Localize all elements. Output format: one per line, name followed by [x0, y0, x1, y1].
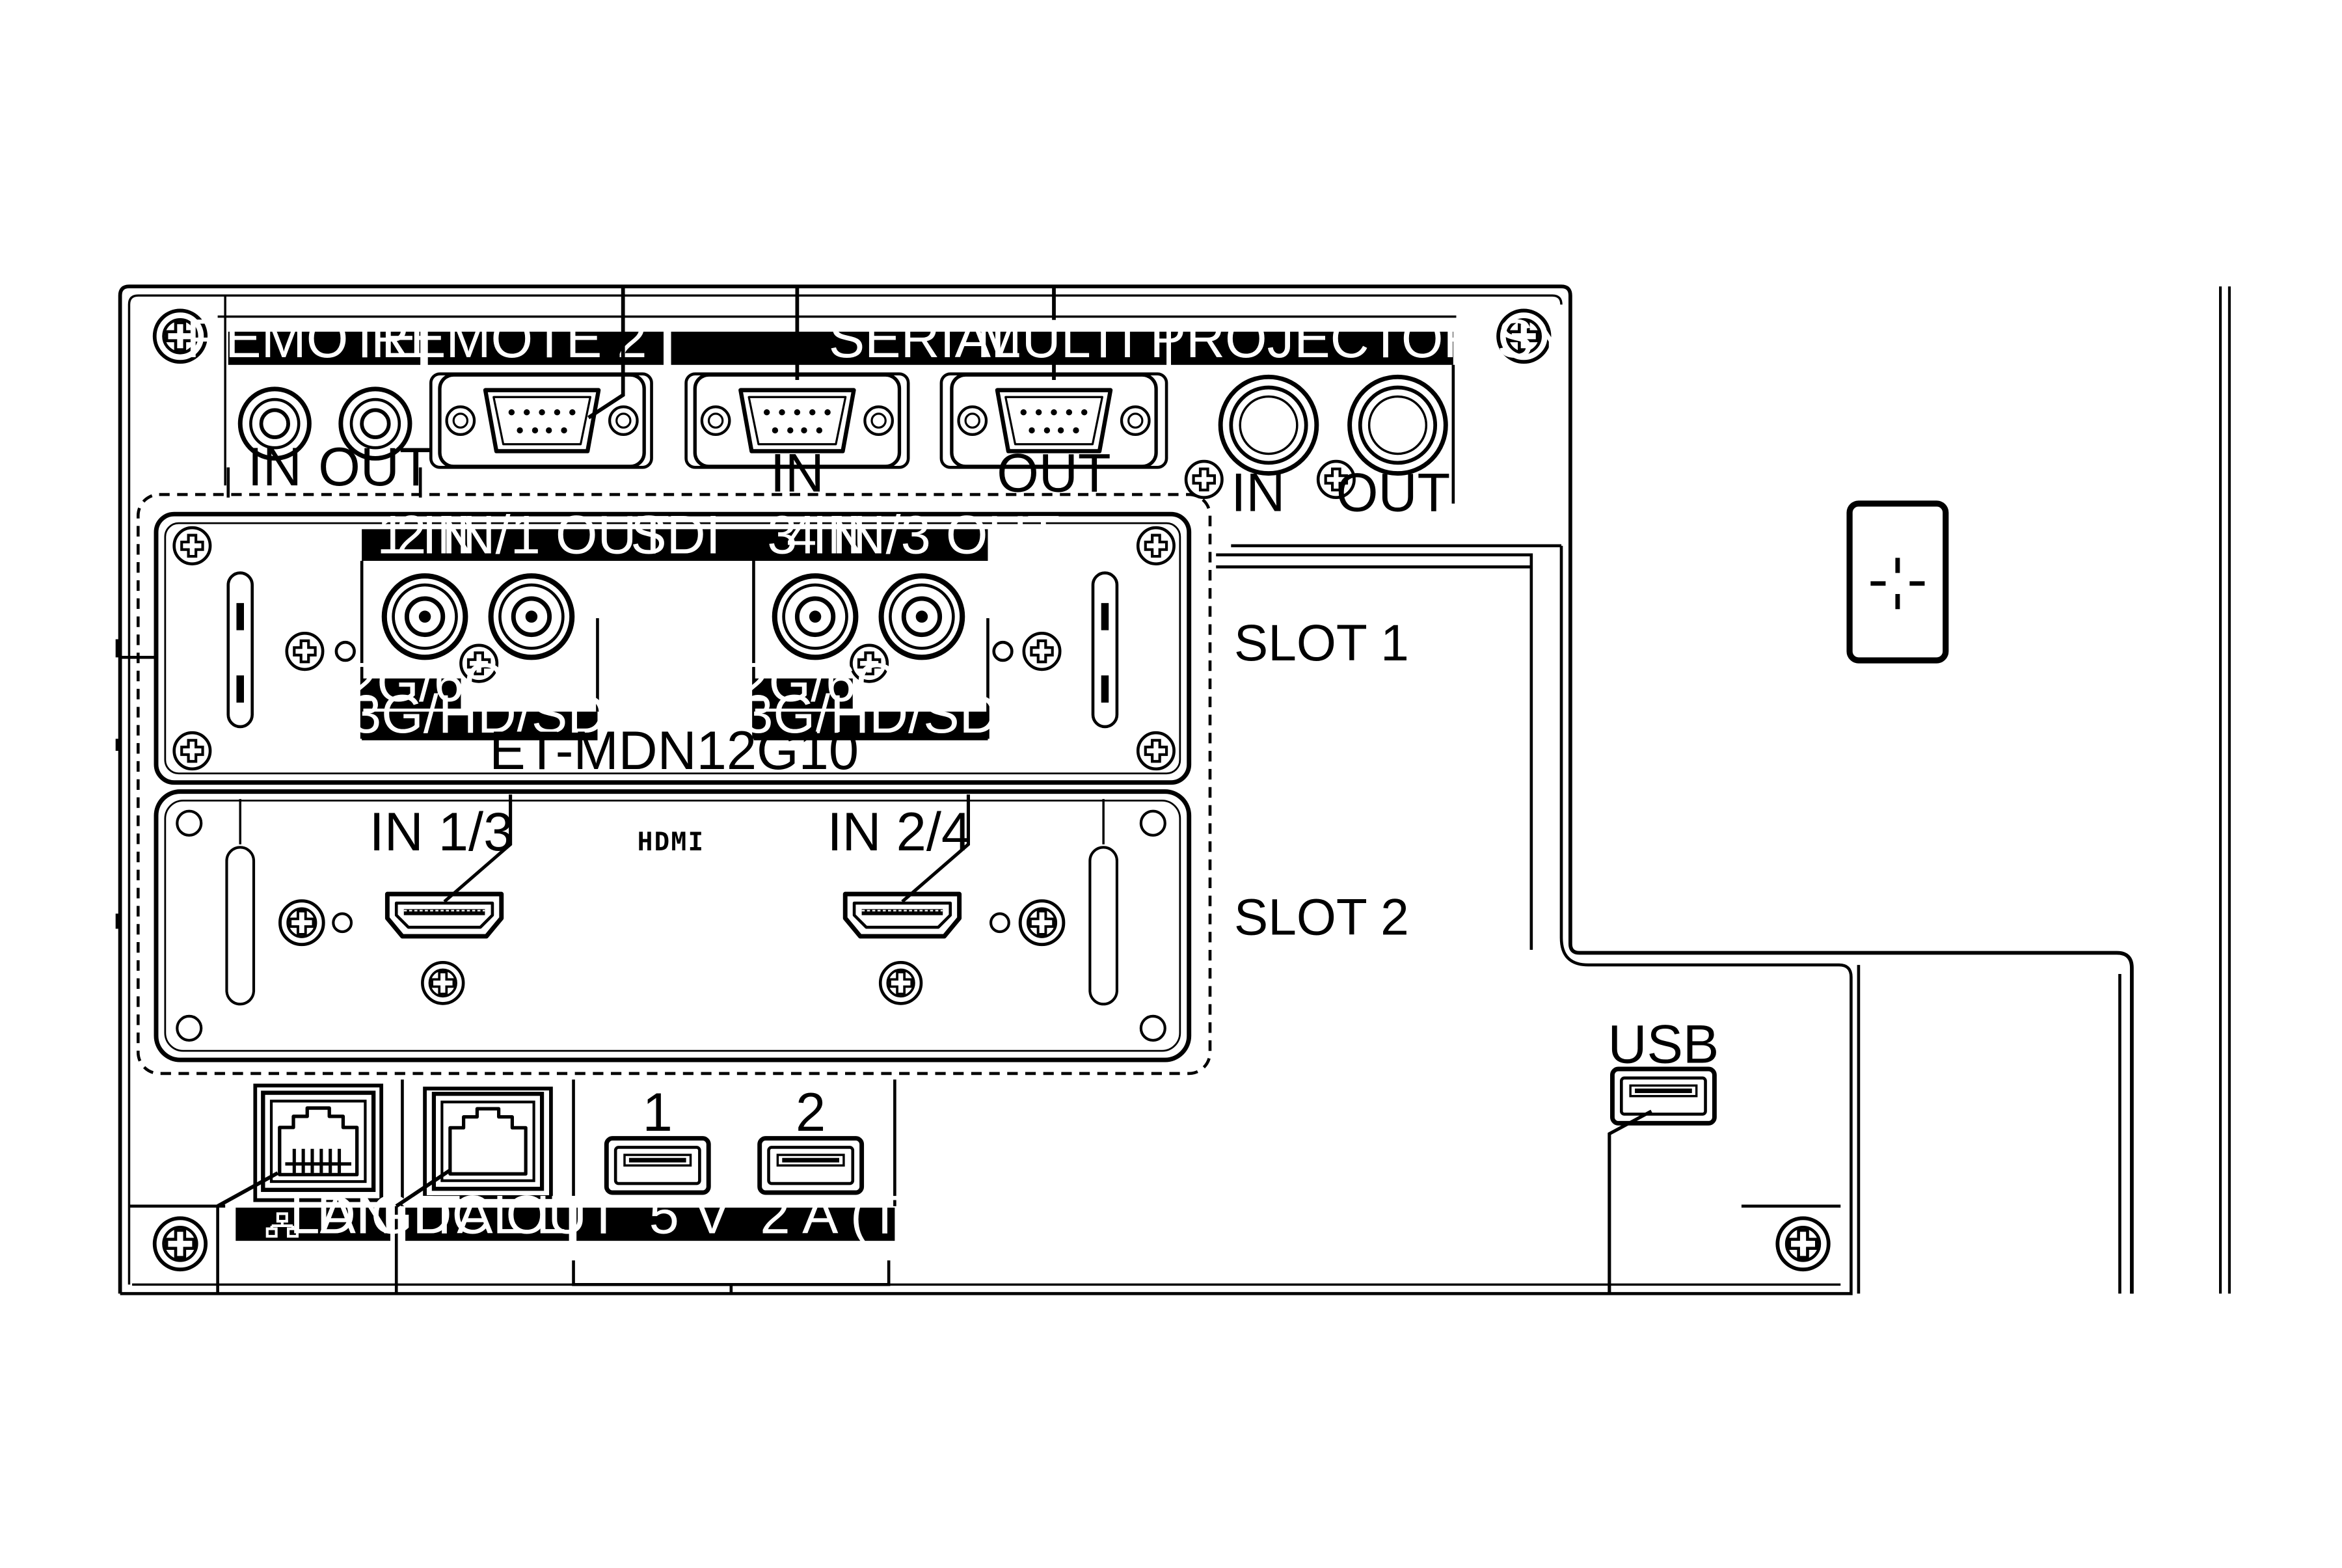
sdi-2-in-1-out-label: 2 IN/1 OUT — [396, 504, 669, 565]
usb-label: USB — [1608, 1014, 1719, 1075]
usb-service-port[interactable] — [1612, 1069, 1714, 1123]
screw-icon — [155, 1218, 206, 1269]
sdi-1-in-bnc[interactable] — [384, 576, 466, 657]
slot1-label: SLOT 1 — [1234, 614, 1409, 671]
sdi-3-in-label: 3 IN — [767, 504, 866, 565]
screw-icon — [1138, 528, 1174, 564]
sdi-1-in-label: 1 IN — [377, 504, 476, 565]
remote2-group: REMOTE 2 IN — [371, 286, 716, 469]
usb-2-label: 2 — [796, 1082, 826, 1142]
serial-group: SERIAL IN OUT — [671, 286, 1168, 503]
hdmi-in13-label: IN 1/3 — [370, 802, 514, 862]
slot1-model-label: ET-MDN12G10 — [489, 720, 859, 781]
panel-outline — [118, 284, 2231, 1295]
sdi-2-in-1-out-bnc[interactable] — [491, 576, 572, 657]
screw-icon — [174, 733, 210, 769]
multi-sync-group: MULTI PROJECTOR SYNC IN OUT — [976, 308, 1647, 523]
remote1-out-label: OUT — [318, 437, 432, 497]
usb-1-label: 1 — [643, 1082, 673, 1142]
lan-port[interactable] — [263, 1093, 373, 1190]
multi-sync-label: MULTI PROJECTOR SYNC — [976, 308, 1647, 369]
screw-icon — [1020, 901, 1064, 945]
sdi-3g-right-label: 3G/HD/SD — [743, 684, 998, 744]
multi-sync-out-label: OUT — [1336, 462, 1450, 522]
screw-icon — [422, 962, 463, 1003]
screw-icon — [1138, 733, 1174, 769]
remote2-dsub-port[interactable] — [440, 375, 644, 466]
digital-link-port[interactable] — [434, 1094, 542, 1189]
hdmi-logo: HDMI — [638, 828, 705, 857]
remote2-label: REMOTE 2 IN — [371, 308, 716, 369]
sdi-4-in-3-out-label: 4 IN/3 OUT — [787, 504, 1060, 565]
sdi-4-in-3-out-bnc[interactable] — [882, 576, 963, 657]
screw-icon — [1777, 1218, 1828, 1269]
serial-label: SERIAL — [829, 308, 1021, 369]
lan-group: LAN — [217, 1083, 395, 1245]
slot2-board — [154, 789, 1192, 1062]
multi-sync-in-label: IN — [1231, 462, 1285, 522]
sdi-3-in-bnc[interactable] — [775, 576, 856, 657]
multi-sync-out-jack[interactable] — [1350, 377, 1446, 473]
sdi-12g-right-label: 12G/6G — [708, 652, 898, 712]
screw-icon — [280, 901, 324, 945]
slot-area-dashed-outline — [137, 493, 1212, 1075]
usb-right-group: USB — [1608, 1014, 1719, 1294]
network-icon — [265, 1212, 299, 1238]
lan-label: LAN — [289, 1184, 395, 1245]
sdi-12g-left-label: 12G/6G — [317, 652, 506, 712]
screw-icon — [1024, 633, 1060, 669]
dc-out-group: 1 2 DC OUT 5 V 2 A (TOTAL) — [412, 1082, 1055, 1294]
hdmi-in24-label: IN 2/4 — [827, 802, 971, 862]
remote1-label: REMOTE 1 — [186, 308, 463, 369]
dc-out-label: DC OUT 5 V 2 A (TOTAL) — [412, 1184, 1055, 1245]
slot2-label: SLOT 2 — [1234, 889, 1409, 946]
screw-icon — [1186, 461, 1222, 498]
slot1-board: 1 IN 2 IN/1 OUT SDI 3 IN 4 IN/3 OUT 12G/… — [154, 504, 1192, 785]
screw-icon — [174, 528, 210, 564]
sdi-label: SDI — [630, 504, 720, 565]
crosshair-icon — [1846, 500, 1949, 664]
sdi-3g-left-label: 3G/HD/SD — [351, 684, 606, 744]
multi-sync-in-jack[interactable] — [1220, 377, 1317, 473]
remote1-group: REMOTE 1 IN OUT — [186, 308, 463, 498]
remote1-in-label: IN — [248, 437, 302, 497]
screw-icon — [880, 962, 921, 1003]
